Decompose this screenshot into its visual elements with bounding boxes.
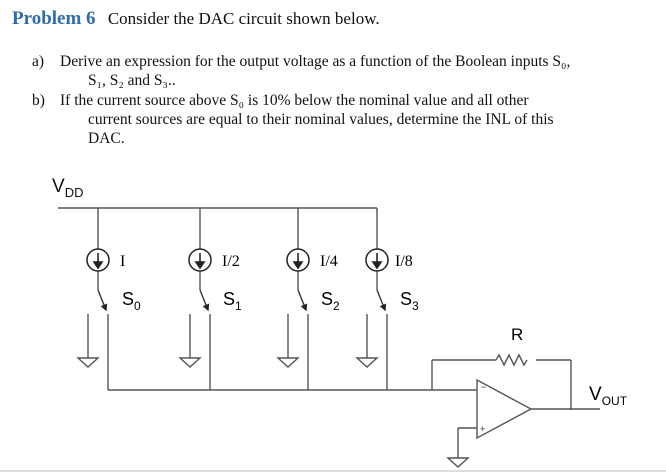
op-amp bbox=[476, 378, 533, 440]
question-b-cont-1: current sources are equal to their nomin… bbox=[88, 110, 554, 129]
switch-label-2: S2 bbox=[321, 289, 340, 313]
current-label-0: I bbox=[120, 253, 125, 270]
switch-label-0: S0 bbox=[122, 289, 141, 313]
problem-title: Problem 6 Consider the DAC circuit shown… bbox=[12, 8, 380, 30]
question-b-line-2: current sources are equal to their nomin… bbox=[88, 111, 554, 128]
branch-0 bbox=[76, 208, 109, 390]
current-label-1: I/2 bbox=[222, 253, 240, 270]
branch-3 bbox=[355, 208, 388, 390]
question-a-line-1: Derive an expression for the output volt… bbox=[60, 53, 571, 70]
question-b-line-3: DAC. bbox=[88, 130, 125, 147]
question-a-cont: S₁, S₂ and S₃.. bbox=[88, 71, 176, 90]
problem-intro: Consider the DAC circuit shown below. bbox=[107, 9, 380, 28]
question-a-label: a) bbox=[32, 53, 45, 70]
switch-label-3: S3 bbox=[400, 289, 419, 313]
question-a-line-2: S₁, S₂ and S₃.. bbox=[88, 72, 176, 89]
question-a: a) Derive an expression for the output vo… bbox=[32, 52, 570, 71]
resistor-label: R bbox=[511, 325, 523, 344]
opamp-noninverting-sign: + bbox=[480, 424, 485, 434]
problem-number: Problem 6 bbox=[12, 8, 96, 29]
branch-1 bbox=[178, 208, 211, 390]
current-label-3: I/8 bbox=[395, 253, 413, 270]
opamp-inverting-sign: − bbox=[481, 382, 486, 392]
branch-2 bbox=[276, 208, 309, 390]
question-b: b) If the current source above S₀ is 10% … bbox=[32, 91, 529, 110]
vout-label: VOUT bbox=[589, 384, 628, 408]
feedback-resistor bbox=[495, 353, 528, 367]
question-b-cont-2: DAC. bbox=[88, 129, 125, 148]
switch-label-1: S1 bbox=[223, 289, 242, 313]
vdd-label: VDD bbox=[52, 176, 83, 200]
current-label-2: I/4 bbox=[320, 253, 338, 270]
question-b-label: b) bbox=[32, 92, 45, 109]
question-b-line-1: If the current source above S₀ is 10% be… bbox=[60, 92, 529, 109]
